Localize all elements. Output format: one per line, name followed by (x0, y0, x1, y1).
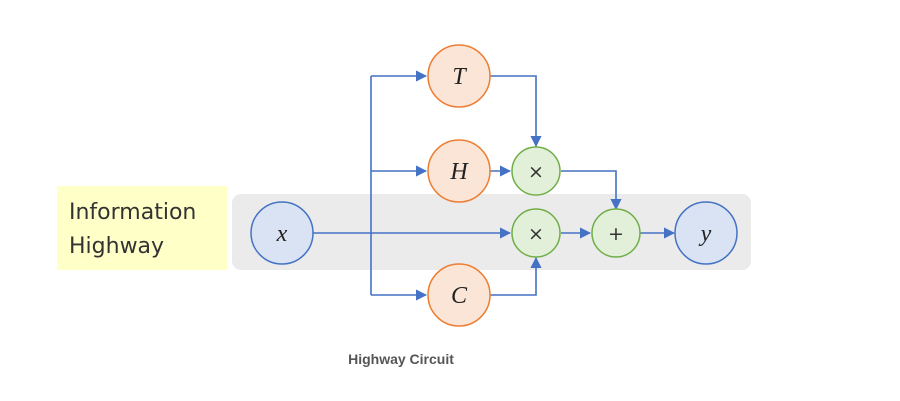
node-y-circle (674, 201, 738, 265)
information-highway-label-box (57, 186, 227, 270)
information-highway-label-line2: Highway (69, 234, 164, 259)
node-h-label: H (449, 159, 469, 185)
add-label: + (608, 223, 624, 245)
node-t-label: T (452, 64, 467, 90)
add-circle (591, 208, 641, 258)
node-h: H (427, 139, 491, 203)
multiply-bottom-node: × (511, 208, 561, 258)
node-y-label: y (699, 221, 712, 247)
wire-c-to-multiply-bottom (490, 256, 542, 296)
node-y: y (674, 201, 738, 265)
information-highway-label-line1: Information (69, 200, 196, 225)
node-t: T (427, 44, 491, 108)
node-x-label: x (276, 221, 288, 247)
multiply-top-circle (511, 146, 561, 196)
node-h-circle (427, 139, 491, 203)
node-t-circle (427, 44, 491, 108)
multiply-top-node: × (511, 146, 561, 196)
add-node: + (591, 208, 641, 258)
diagram-caption: Highway Circuit (348, 351, 454, 367)
multiply-top-label: × (528, 161, 544, 183)
node-x-circle (250, 201, 314, 265)
node-x: x (250, 201, 314, 265)
wire-multiply-top-to-add (561, 170, 622, 211)
multiply-bottom-circle (511, 208, 561, 258)
node-c: C (427, 263, 491, 327)
wires (313, 70, 676, 301)
node-c-label: C (451, 283, 468, 309)
wire-t-to-multiply-top (490, 75, 542, 148)
multiply-bottom-label: × (528, 223, 544, 245)
node-c-circle (427, 263, 491, 327)
